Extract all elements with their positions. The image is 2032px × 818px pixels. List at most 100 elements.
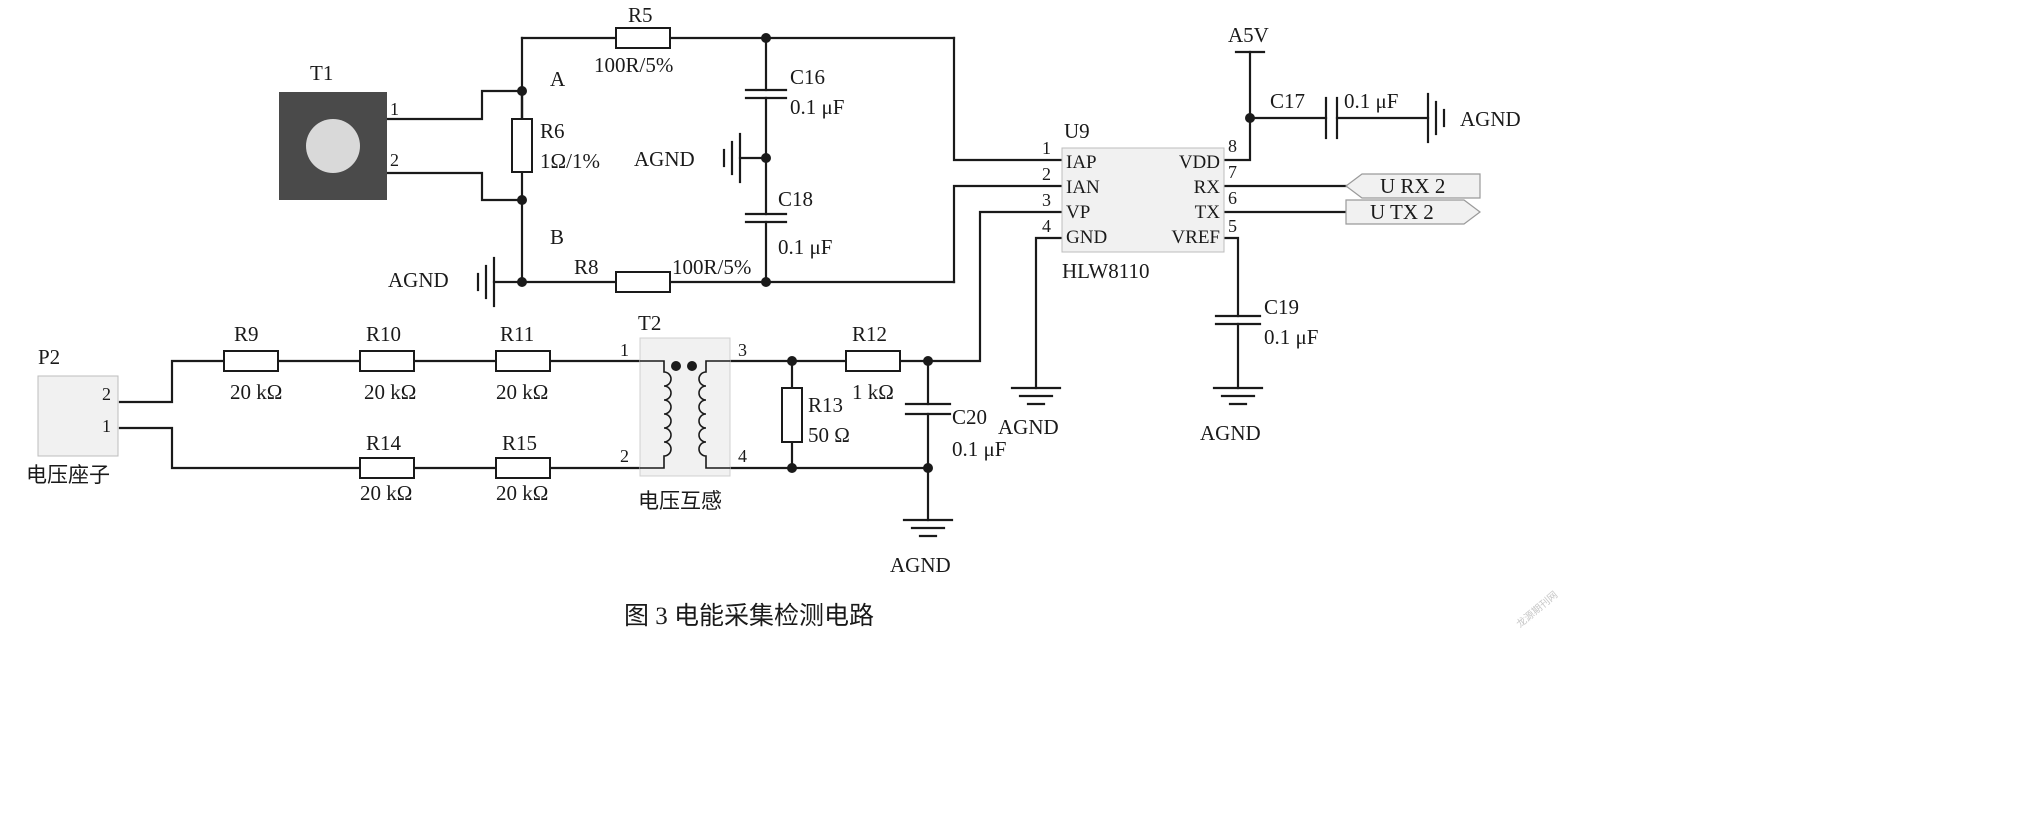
u9-pin-name: VREF (1171, 227, 1220, 248)
r8-value: 100R/5% (672, 255, 751, 279)
u9-pin-number: 5 (1228, 216, 1237, 236)
agnd-label: AGND (890, 553, 951, 577)
capacitor-c20: C20 0.1 μF (904, 402, 1006, 461)
t2-polarity-dot (687, 361, 697, 371)
resistor-r14: R14 20 kΩ (359, 431, 415, 505)
port-utx-label: U TX 2 (1370, 200, 1434, 224)
r15-value: 20 kΩ (496, 481, 548, 505)
r12-ref: R12 (852, 322, 887, 346)
t2-pin3: 3 (738, 340, 747, 360)
watermark: 龙源期刊网 (1514, 588, 1561, 630)
agnd-label: AGND (1460, 107, 1521, 131)
t2-ref: T2 (638, 311, 661, 335)
ground-icon: AGND (388, 256, 496, 308)
capacitor-c18: C18 0.1 μF (744, 187, 832, 259)
r12-value: 1 kΩ (852, 380, 894, 404)
t2-name: 电压互感 (638, 489, 722, 513)
ground-icon: AGND (998, 386, 1062, 439)
t2-secondary-coil-icon (698, 360, 730, 469)
junction-dots (517, 33, 1255, 473)
r9-value: 20 kΩ (230, 380, 282, 404)
t2-pin4: 4 (738, 446, 747, 466)
t1-disc-icon (306, 119, 360, 173)
resistor-r9: R9 20 kΩ (223, 322, 282, 404)
u9-pin-name: VDD (1179, 152, 1220, 173)
resistor-r15: R15 20 kΩ (495, 431, 551, 505)
port-utx: U TX 2 (1345, 199, 1481, 225)
p2-pin1: 1 (102, 416, 111, 436)
resistor-r8: R8 100R/5% (574, 255, 751, 293)
u9-pin-name: TX (1195, 202, 1221, 223)
t1-pin1: 1 (390, 99, 399, 119)
c16-value: 0.1 μF (790, 95, 844, 119)
r15-ref: R15 (502, 431, 537, 455)
resistor-r12: R12 1 kΩ (845, 322, 901, 404)
r5-ref: R5 (628, 3, 653, 27)
p2-name: 电压座子 (26, 463, 110, 487)
r13-ref: R13 (808, 393, 843, 417)
ground-icon: AGND (634, 132, 742, 184)
ground-icon: AGND (890, 518, 954, 577)
r6-ref: R6 (540, 119, 565, 143)
r10-ref: R10 (366, 322, 401, 346)
junction-dot (517, 277, 527, 287)
a5v-label: A5V (1228, 23, 1269, 47)
u9-part: HLW8110 (1062, 259, 1149, 283)
junction-dot (517, 195, 527, 205)
c18-ref: C18 (778, 187, 813, 211)
p2-ref: P2 (38, 345, 60, 369)
u9-pin-number: 3 (1042, 190, 1051, 210)
r10-value: 20 kΩ (364, 380, 416, 404)
r11-ref: R11 (500, 322, 534, 346)
t2-body (639, 337, 731, 477)
agnd-label: AGND (388, 268, 449, 292)
t2-transformer: T2 1 2 3 4 电压互感 (620, 311, 747, 513)
t1-sensor: T1 1 2 (279, 61, 399, 200)
junction-dot (923, 356, 933, 366)
r5-value: 100R/5% (594, 53, 673, 77)
r14-value: 20 kΩ (360, 481, 412, 505)
t1-ref: T1 (310, 61, 333, 85)
ground-icon: AGND (1200, 386, 1264, 445)
t2-pin1: 1 (620, 340, 629, 360)
node-b-label: B (550, 225, 564, 249)
t2-polarity-dot (671, 361, 681, 371)
resistor-r10: R10 20 kΩ (359, 322, 416, 404)
port-urx-label: U RX 2 (1380, 174, 1445, 198)
u9-pin-name: RX (1194, 177, 1221, 198)
capacitor-c19: C19 0.1 μF (1214, 295, 1318, 349)
resistor-r13: R13 50 Ω (781, 387, 850, 447)
agnd-label: AGND (634, 147, 695, 171)
resistor-r6: R6 1Ω/1% (511, 118, 600, 173)
agnd-label: AGND (1200, 421, 1261, 445)
agnd-label: AGND (998, 415, 1059, 439)
r6-value: 1Ω/1% (540, 149, 600, 173)
schematic-diagram: T1 1 2 R5 100R/5% R6 1Ω/1% R8 100R/5% R9… (26, 3, 1561, 630)
resistor-r5: R5 100R/5% (594, 3, 673, 77)
u9-pin-number: 6 (1228, 188, 1237, 208)
node-a-label: A (550, 67, 566, 91)
u9-body (1061, 147, 1225, 253)
u9-pin-name: IAN (1066, 177, 1100, 198)
u9-chip: U9 HLW8110 1 2 3 4 IAP IAN VP GND VDD RX… (1042, 119, 1237, 283)
c19-ref: C19 (1264, 295, 1299, 319)
t1-pin2: 2 (390, 150, 399, 170)
figure-caption: 图 3 电能采集检测电路 (624, 602, 874, 630)
u9-pin-name: GND (1066, 227, 1107, 248)
u9-pin-number: 8 (1228, 136, 1237, 156)
u9-ref: U9 (1064, 119, 1090, 143)
junction-dot (761, 33, 771, 43)
junction-dot (761, 277, 771, 287)
r14-ref: R14 (366, 431, 402, 455)
junction-dot (761, 153, 771, 163)
port-urx: U RX 2 (1345, 173, 1481, 199)
u9-pin-name: IAP (1066, 152, 1097, 173)
c20-ref: C20 (952, 405, 987, 429)
junction-dot (787, 356, 797, 366)
t2-primary-coil-icon (640, 360, 672, 469)
r11-value: 20 kΩ (496, 380, 548, 404)
resistor-r11: R11 20 kΩ (495, 322, 551, 404)
c17-ref: C17 (1270, 89, 1305, 113)
u9-pin-number: 1 (1042, 138, 1051, 158)
c19-value: 0.1 μF (1264, 325, 1318, 349)
